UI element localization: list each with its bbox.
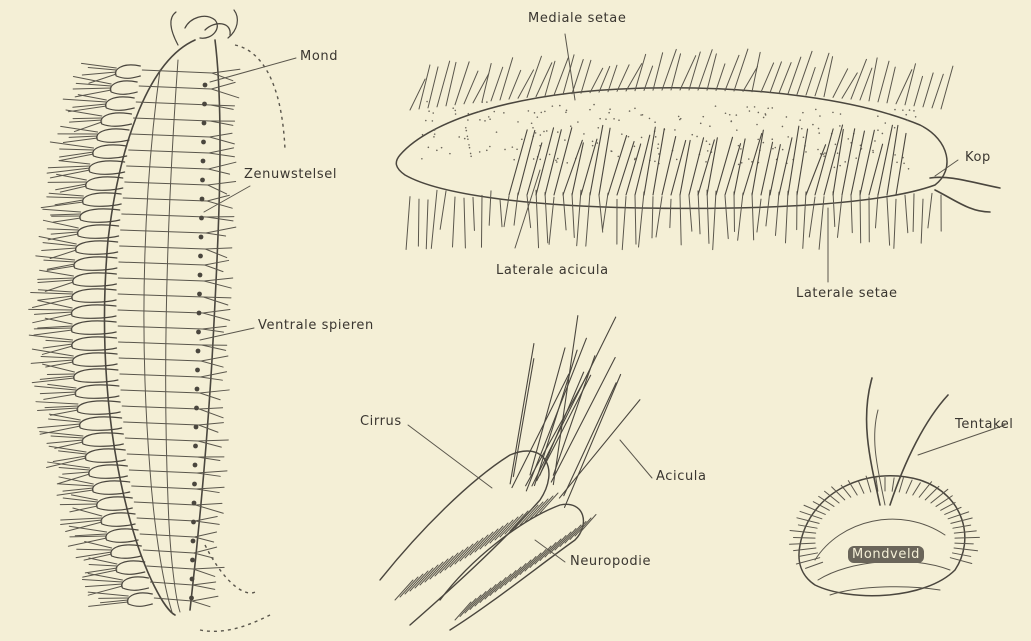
label-tentakel: Tentakel [955,418,1014,431]
label-laterale-setae: Laterale setae [796,287,898,300]
parapodium-detail [380,316,652,630]
mediale-setae-leader [565,34,575,100]
label-cirrus: Cirrus [360,415,402,428]
label-mond: Mond [300,50,338,63]
laterale-acicula-leader [515,170,540,248]
head-detail [789,378,1005,596]
cirrus-leader [408,425,492,488]
worm-lateral-view [396,34,1000,282]
label-laterale-acicula: Laterale acicula [496,264,609,277]
label-ventrale-spieren: Ventrale spieren [258,319,374,332]
label-kop: Kop [965,151,991,164]
label-mondveld: Mondveld [848,546,924,563]
mond-leader [210,58,296,82]
label-zenuwstelsel: Zenuwstelsel [244,168,337,181]
label-mediale-setae: Mediale setae [528,12,626,25]
label-neuropodie: Neuropodie [570,555,651,568]
label-acicula: Acicula [656,470,707,483]
worm-ventral-view [29,10,296,631]
acicula-leader [620,440,652,478]
zenuwstelsel-leader [204,186,250,212]
